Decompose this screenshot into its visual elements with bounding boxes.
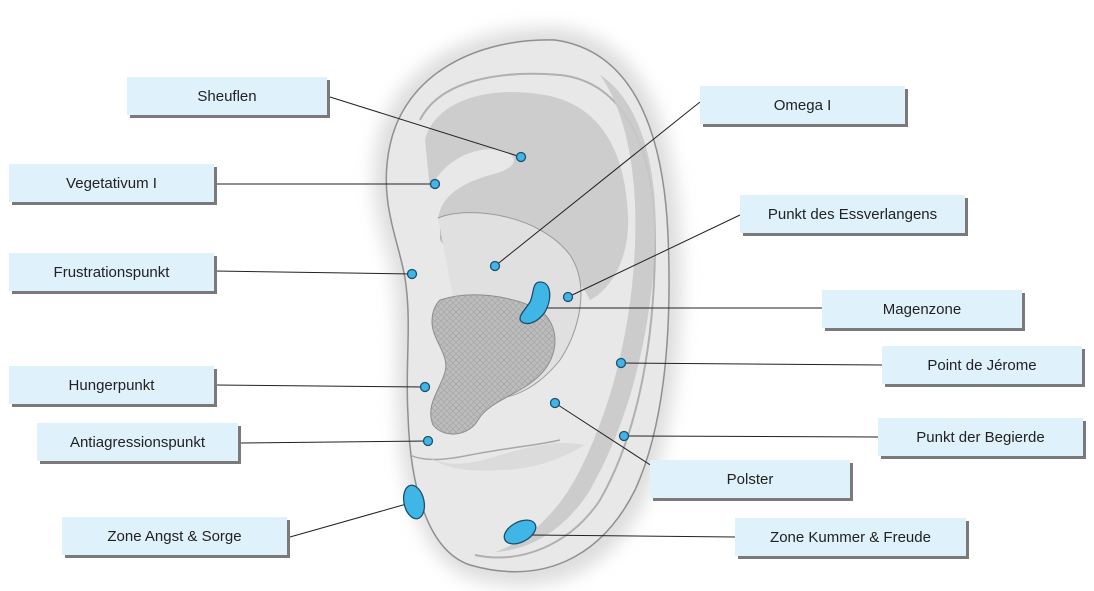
label-polster: Polster [650,460,850,498]
label-omega: Omega I [700,86,905,124]
point-omega [491,262,500,271]
label-frustrationspunkt: Frustrationspunkt [9,253,214,291]
leader-antiagression [240,441,428,443]
point-hunger [421,383,430,392]
point-frustration [408,270,417,279]
label-sheuflen: Sheuflen [127,77,327,115]
leader-hunger [215,385,425,387]
point-sheuflen [517,153,526,162]
point-polster [551,399,560,408]
label-essverlangen: Punkt des Essverlangens [740,195,965,233]
label-point-jerome: Point de Jérome [882,346,1082,384]
label-hungerpunkt: Hungerpunkt [9,366,214,404]
label-magenzone: Magenzone [822,290,1022,328]
point-vegetativum [431,180,440,189]
label-zone-angst: Zone Angst & Sorge [62,517,287,555]
label-begierde: Punkt der Begierde [878,418,1083,456]
label-vegetativum: Vegetativum I [9,164,214,202]
leader-angst [290,503,410,537]
label-zone-kummer: Zone Kummer & Freude [735,518,966,556]
label-antiagressionspunkt: Antiagressionspunkt [37,423,238,461]
point-essverlangen [564,293,573,302]
point-antiagression [424,437,433,446]
point-begierde [620,432,629,441]
point-jerome [617,359,626,368]
leader-frustration [215,271,412,274]
